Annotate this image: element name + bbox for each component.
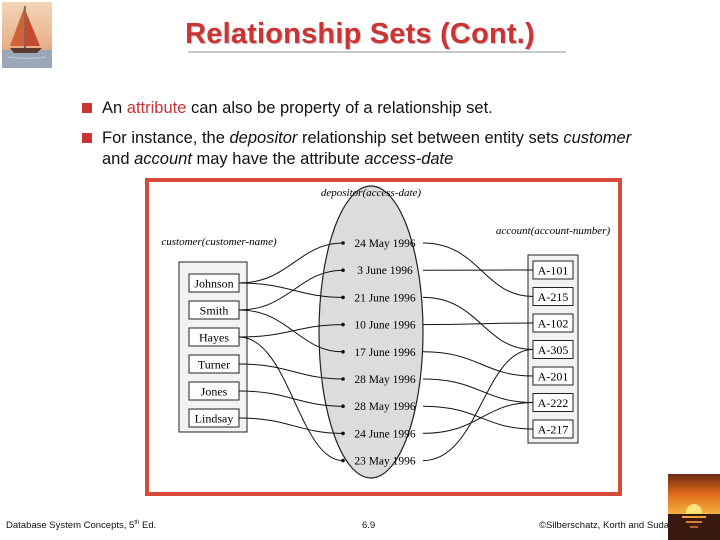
customer-name: Hayes xyxy=(199,331,229,345)
customer-name: Lindsay xyxy=(195,412,234,426)
account-number: A-101 xyxy=(538,264,569,278)
relationship-set-ellipse xyxy=(318,185,424,479)
bullet-2-line1-mid: relationship set between entity sets xyxy=(297,129,564,147)
customer-link-line xyxy=(238,269,344,311)
account-number: A-102 xyxy=(538,317,569,331)
sailboat-logo-icon xyxy=(2,2,52,68)
footer-book: Database System Concepts, 5th Ed. xyxy=(6,520,156,531)
bullet-2-text: For instance, the depositor relationship… xyxy=(102,128,702,170)
access-date-value: 17 June 1996 xyxy=(354,347,416,359)
customer-link-line xyxy=(238,242,344,284)
bullet-1-part1: An xyxy=(102,99,127,117)
bullet-1-part2: can also be property of a relationship s… xyxy=(186,99,493,117)
bullet-2-customer: customer xyxy=(563,129,632,147)
bullet-2-account: account xyxy=(134,150,192,168)
access-date-value: 3 June 1996 xyxy=(357,265,413,277)
account-link-line xyxy=(422,351,534,377)
title-underline xyxy=(188,51,566,53)
account-link-line xyxy=(422,322,534,326)
account-link-line xyxy=(422,402,534,434)
sunset-logo-icon xyxy=(668,474,720,540)
account-number: A-215 xyxy=(538,290,569,304)
customer-name: Smith xyxy=(200,304,229,318)
slide-title: Relationship Sets (Cont.) xyxy=(0,18,720,51)
account-link-line xyxy=(422,378,534,403)
account-number: A-222 xyxy=(538,396,569,410)
access-date-value: 10 June 1996 xyxy=(354,320,416,332)
footer-book-sup: th xyxy=(134,520,140,526)
customer-link-line xyxy=(238,363,344,380)
bullet-1-text: An attribute can also be property of a r… xyxy=(102,98,702,119)
account-number: A-201 xyxy=(538,370,569,384)
access-date-value: 24 June 1996 xyxy=(354,428,416,440)
customer-name: Johnson xyxy=(194,277,233,291)
slide-title-text: Relationship Sets (Cont.) xyxy=(185,18,535,50)
footer-credit: ©Silberschatz, Korth and Sudarshan xyxy=(539,520,693,531)
bullet-2-depositor: depositor xyxy=(229,129,298,147)
access-date-value: 28 May 1996 xyxy=(354,374,416,386)
customer-link-line xyxy=(238,336,344,462)
bullet-2-line1-pre: For instance, the xyxy=(102,129,230,147)
customer-link-line xyxy=(238,324,344,338)
footer-book-end: Ed. xyxy=(139,520,157,532)
customer-name: Turner xyxy=(198,358,230,372)
footer-page-number: 6.9 xyxy=(362,520,376,531)
access-date-value: 24 May 1996 xyxy=(354,238,416,250)
bullet-square-icon xyxy=(82,133,92,143)
access-date-value: 28 May 1996 xyxy=(354,401,416,413)
account-set-label: account(account-number) xyxy=(496,225,611,237)
account-link-line xyxy=(422,349,534,462)
customer-set-label: customer(customer-name) xyxy=(161,236,277,248)
access-date-value: 23 May 1996 xyxy=(354,456,416,468)
bullet-2-line2-mid: may have the attribute xyxy=(191,150,365,168)
bullet-2-line2-pre: and xyxy=(102,150,135,168)
bullet-2-access-date: access-date xyxy=(364,150,454,168)
relationship-diagram: depositor(access-date) customer(customer… xyxy=(145,178,622,496)
relationship-set-label: depositor(access-date) xyxy=(321,187,422,199)
customer-name: Jones xyxy=(201,385,228,399)
customer-link-line xyxy=(238,417,344,434)
account-number: A-217 xyxy=(538,423,569,437)
bullet-1-highlight: attribute xyxy=(126,99,187,117)
footer-book-title: Database System Concepts, 5 xyxy=(6,520,135,532)
account-number: A-305 xyxy=(538,343,569,357)
access-date-value: 21 June 1996 xyxy=(354,292,416,304)
bullet-square-icon xyxy=(82,103,92,113)
